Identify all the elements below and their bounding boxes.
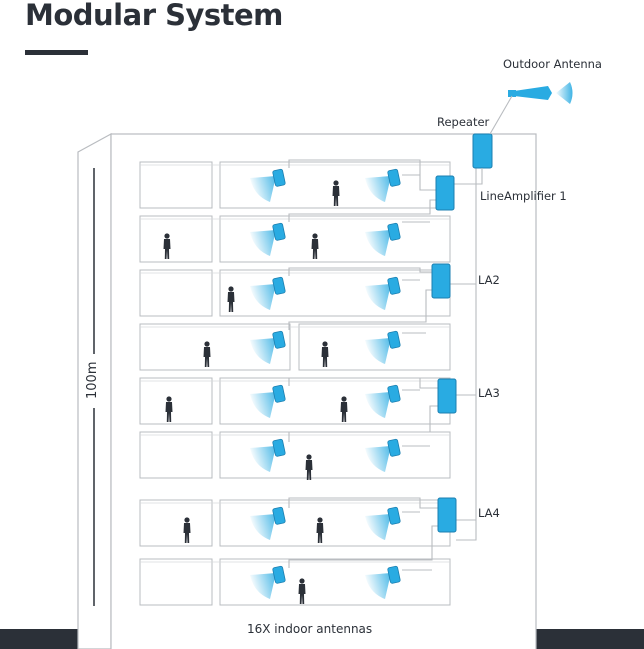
cable	[288, 289, 432, 330]
cable	[454, 177, 483, 185]
indoor-antenna-icon	[272, 168, 286, 187]
signal-beam	[250, 446, 276, 472]
person-icon	[316, 517, 324, 543]
signal-beam	[365, 176, 391, 202]
title-underline	[25, 50, 88, 55]
indoor-antenna-icon	[272, 506, 286, 525]
indoor-antenna-icon	[272, 438, 286, 457]
signal-beam	[250, 573, 276, 599]
height-label: 100m	[85, 361, 100, 399]
person-icon	[340, 396, 348, 422]
cable	[456, 168, 477, 541]
outdoor-antenna-label: Outdoor Antenna	[503, 57, 602, 71]
person-icon	[165, 396, 173, 422]
line-amplifier-icon	[437, 378, 457, 414]
indoor-antenna-icon	[387, 276, 401, 295]
cable	[288, 199, 436, 222]
person-icon	[203, 341, 211, 367]
indoor-antennas-label: 16X indoor antennas	[247, 622, 373, 636]
room	[139, 377, 213, 425]
person-icon	[305, 454, 313, 480]
person-icon	[163, 233, 171, 259]
la3-label: LA3	[478, 386, 500, 400]
indoor-antenna-icon	[387, 565, 401, 584]
indoor-antenna-icon	[387, 438, 401, 457]
cable	[288, 377, 438, 389]
indoor-antenna-icon	[387, 168, 401, 187]
line-amplifier-icon	[437, 497, 457, 533]
indoor-antenna-icon	[272, 565, 286, 584]
indoor-antenna-icon	[387, 330, 401, 349]
signal-beam	[250, 514, 276, 540]
indoor-antenna-icon	[272, 222, 286, 241]
room	[139, 215, 213, 263]
signal-beam	[365, 514, 391, 540]
person-icon	[321, 341, 329, 367]
signal-beam	[250, 176, 276, 202]
repeater-label: Repeater	[437, 115, 490, 129]
line-amplifier-icon	[431, 263, 451, 299]
person-icon	[311, 233, 319, 259]
line-amplifier-1-label: LineAmplifier 1	[480, 189, 567, 203]
outdoor-antenna-icon	[508, 82, 573, 104]
person-icon	[332, 180, 340, 206]
signal-beam	[365, 284, 391, 310]
signal-beam	[365, 392, 391, 418]
repeater-icon	[472, 133, 493, 169]
signal-beam	[365, 230, 391, 256]
person-icon	[183, 517, 191, 543]
signal-beam	[250, 284, 276, 310]
signal-beam	[250, 338, 276, 364]
room	[139, 558, 213, 606]
la2-label: LA2	[478, 273, 500, 287]
signal-beam	[250, 392, 276, 418]
indoor-antenna-icon	[272, 330, 286, 349]
room	[139, 499, 213, 547]
signal-beam	[250, 230, 276, 256]
signal-beam	[365, 338, 391, 364]
person-icon	[298, 578, 306, 604]
indoor-antenna-icon	[387, 222, 401, 241]
indoor-antenna-icon	[387, 506, 401, 525]
cable	[288, 525, 438, 568]
room	[139, 431, 213, 479]
cable	[288, 405, 438, 442]
la4-label: LA4	[478, 506, 500, 520]
cable	[288, 497, 438, 509]
room	[139, 161, 213, 209]
cable	[288, 159, 436, 191]
room	[139, 269, 213, 317]
cable	[288, 267, 432, 276]
indoor-antenna-icon	[272, 384, 286, 403]
signal-beam	[365, 446, 391, 472]
line-amplifier-icon	[435, 175, 455, 211]
indoor-antenna-icon	[272, 276, 286, 295]
person-icon	[227, 286, 235, 312]
indoor-antenna-icon	[387, 384, 401, 403]
signal-beam	[365, 573, 391, 599]
page-title: Modular System	[25, 0, 283, 32]
